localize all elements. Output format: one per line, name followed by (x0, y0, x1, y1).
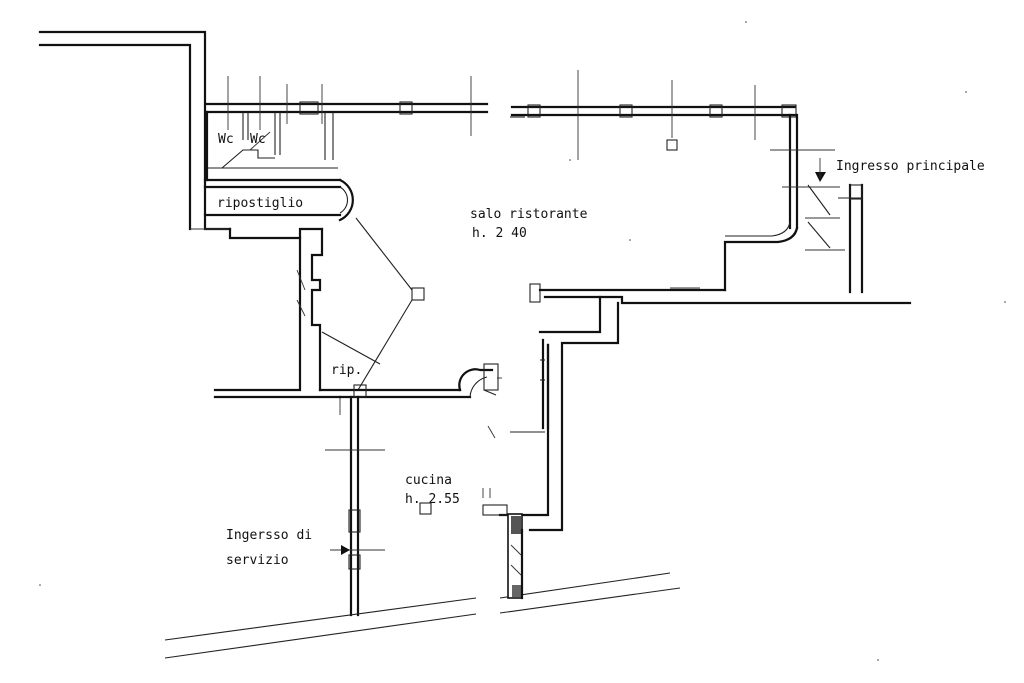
label-ingresso-servizio-line1: Ingersso di (226, 528, 312, 543)
label-ingresso-principale: Ingresso principale (836, 159, 985, 174)
label-wc-1: Wc (218, 132, 234, 147)
corridor-walls (213, 227, 342, 399)
label-sala-ristorante: salo ristorante (470, 207, 588, 222)
label-rip: rip. (331, 363, 362, 378)
label-ripostiglio: ripostiglio (217, 196, 303, 211)
east-wall (670, 113, 864, 294)
wc-block (205, 110, 338, 182)
street-edges (164, 572, 681, 659)
label-sala-height: h. 2 40 (472, 226, 527, 241)
label-cucina-height: h. 2.55 (405, 492, 460, 507)
north-wall-left (205, 101, 489, 115)
label-cucina: cucina (405, 473, 452, 488)
west-exterior-wall (38, 30, 232, 231)
cucina-marker (419, 502, 432, 515)
kitchen-walls (482, 283, 912, 532)
scan-specks (39, 21, 1006, 661)
door-sweeps (321, 217, 425, 391)
hatched-wall (507, 513, 524, 600)
label-wc-2: Wc (250, 132, 266, 147)
service-corridor (325, 395, 385, 617)
label-ingresso-servizio-line2: servizio (226, 553, 289, 568)
north-wall-right (510, 104, 797, 118)
rip-room (318, 363, 502, 399)
top-dimension-ticks (227, 70, 756, 160)
